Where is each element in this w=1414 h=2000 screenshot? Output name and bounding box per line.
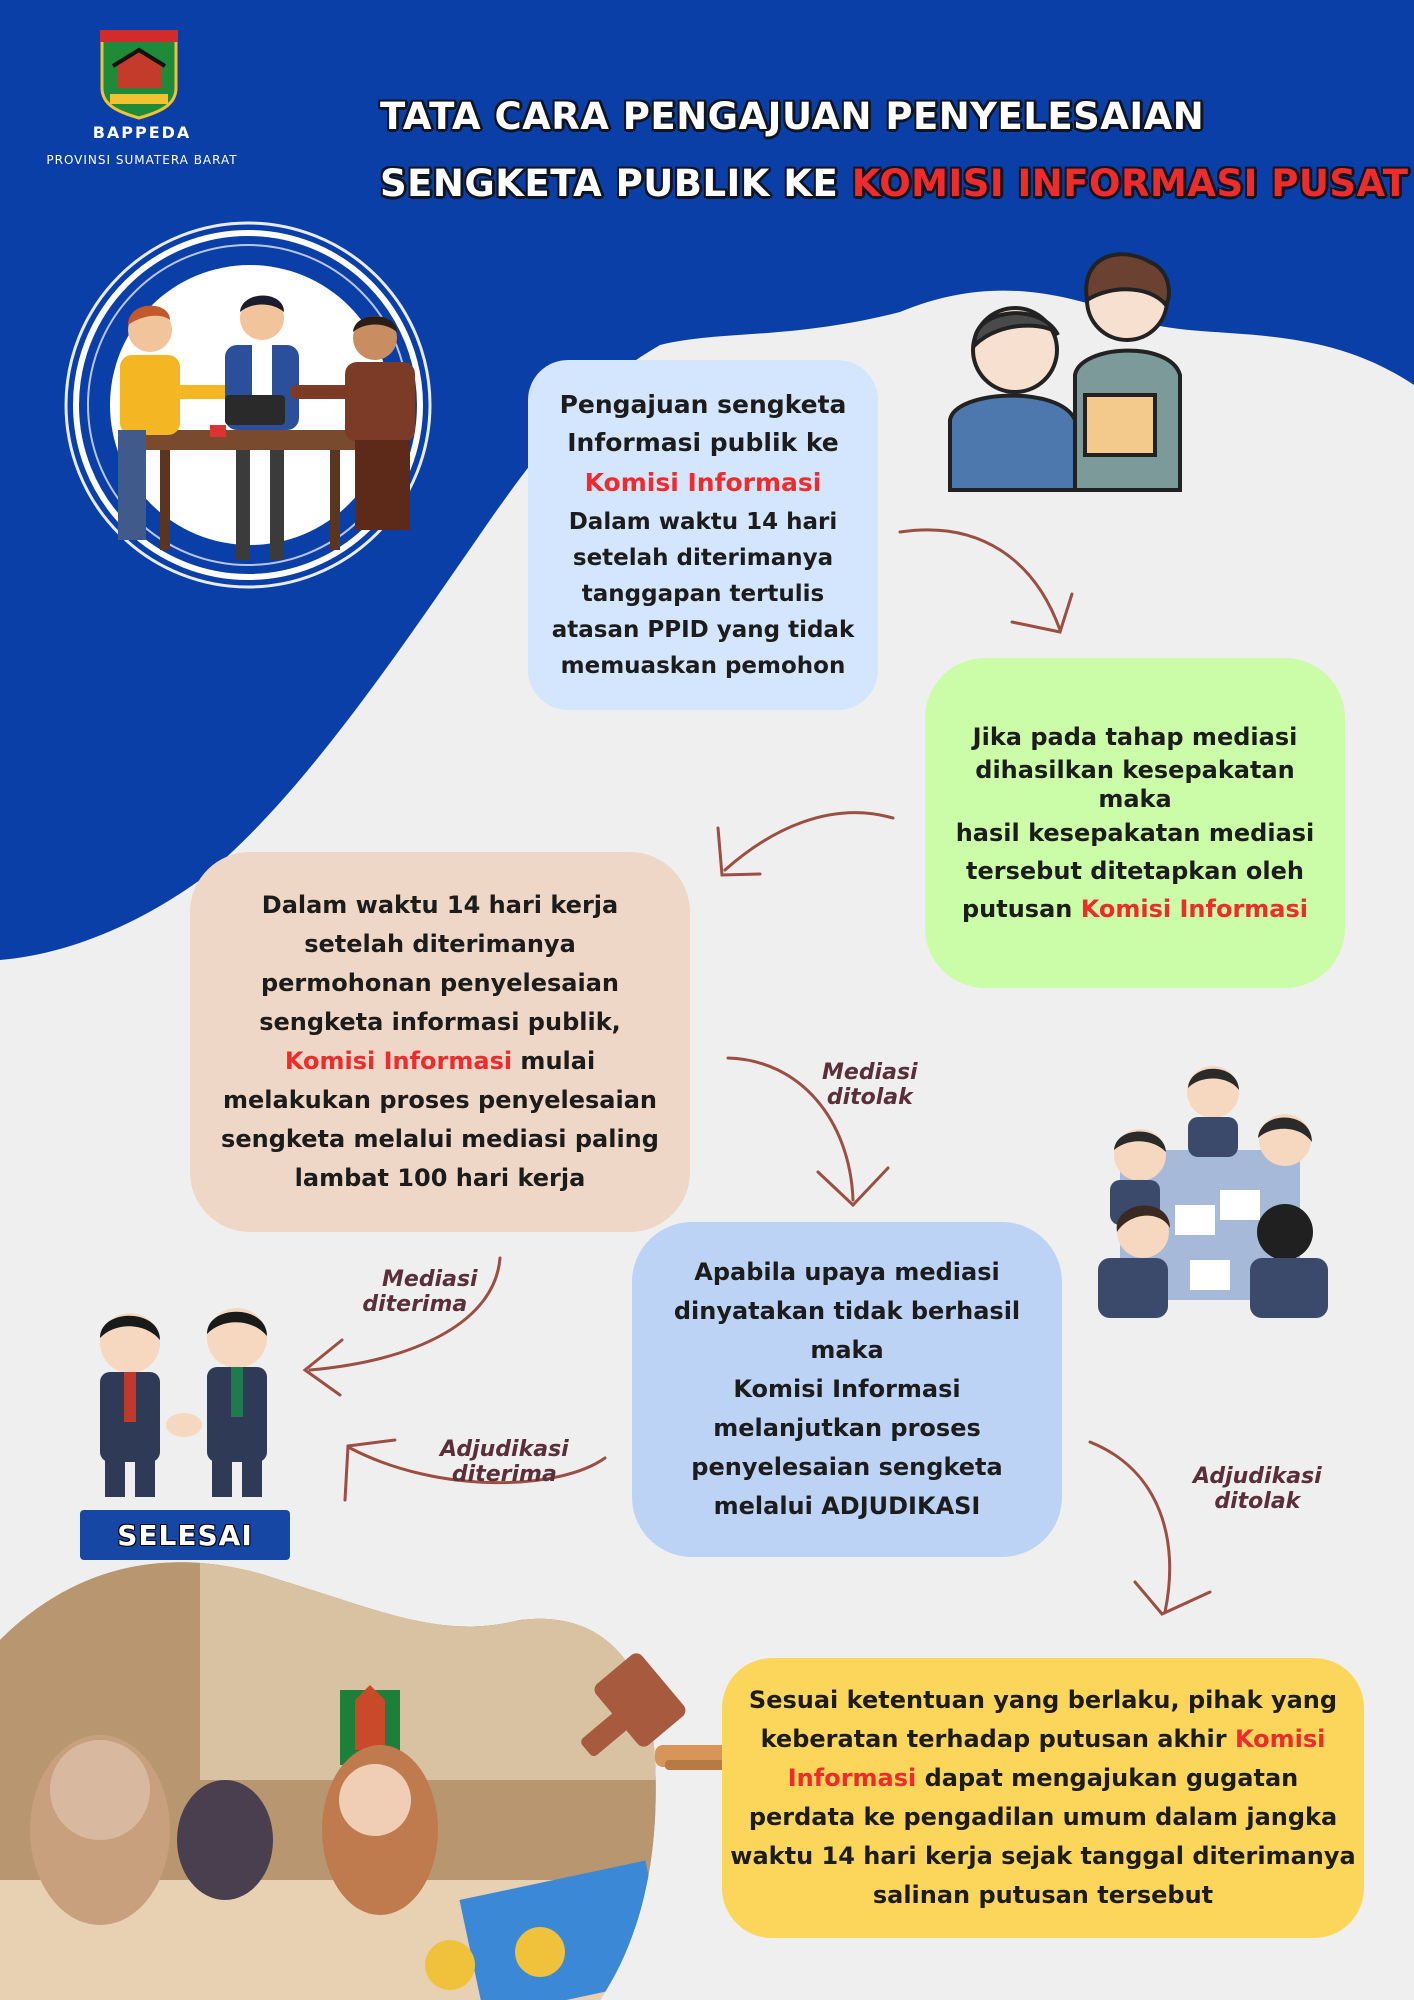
step-5-text: keberatan terhadap putusan akhir — [760, 1725, 1235, 1753]
step-5-line: keberatan terhadap putusan akhir Komisi — [761, 1720, 1326, 1759]
step-1-line: setelah diterimanya — [572, 545, 834, 571]
step-2-text: putusan — [961, 895, 1081, 923]
step-5-text: dapat mengajukan gugatan — [916, 1764, 1299, 1792]
step-2-highlight: Komisi Informasi — [1080, 895, 1308, 923]
handshake-illustration — [100, 1308, 267, 1497]
consultation-illustration — [948, 252, 1182, 492]
logo-name: BAPPEDA — [92, 123, 192, 142]
step-5-line: Informasi dapat mengajukan gugatan — [788, 1759, 1298, 1798]
step-4-line: penyelesaian sengketa — [691, 1453, 1003, 1481]
label-mediasi-diterima: Mediasi diterima — [352, 1267, 478, 1317]
page-title-line2: SENGKETA PUBLIK KE KOMISI INFORMASI PUSA… — [380, 162, 1409, 205]
label-text: diterima — [362, 1292, 468, 1317]
step-1-line: tanggapan tertulis — [581, 581, 825, 607]
label-text: Mediasi — [822, 1060, 918, 1085]
step-5-line: perdata ke pengadilan umum dalam jangka — [748, 1803, 1338, 1831]
step-1-highlight: Komisi Informasi — [584, 468, 822, 497]
step-4-line: maka — [810, 1336, 884, 1364]
step-3-line: melakukan proses penyelesaian — [222, 1086, 657, 1114]
page-title-line1: TATA CARA PENGAJUAN PENYELESAIAN — [380, 95, 1205, 138]
step-1-line: Pengajuan sengketa — [559, 390, 847, 419]
step-2-line: Jika pada tahap mediasi — [972, 723, 1298, 751]
step-3-line: Dalam waktu 14 hari kerja — [261, 891, 619, 919]
step-2-line: putusan Komisi Informasi — [962, 890, 1308, 928]
office-photo — [0, 1562, 656, 2000]
step-3-line: setelah diterimanya — [304, 930, 576, 958]
step-2-box: Jika pada tahap mediasi dihasilkan kesep… — [925, 658, 1345, 988]
bappeda-emblem — [100, 30, 178, 120]
logo-subtitle: PROVINSI SUMATERA BARAT — [46, 153, 238, 167]
step-5-line: Sesuai ketentuan yang berlaku, pihak yan… — [748, 1686, 1338, 1714]
step-3-line: sengketa melalui mediasi paling — [221, 1125, 659, 1153]
step-5-box: Sesuai ketentuan yang berlaku, pihak yan… — [722, 1658, 1364, 1938]
step-5-highlight: Komisi — [1234, 1725, 1326, 1753]
step-2-line: tersebut ditetapkan oleh — [966, 857, 1304, 885]
step-1-box: Pengajuan sengketa Informasi publik ke K… — [528, 360, 878, 710]
step-3-line: permohonan penyelesaian — [260, 969, 620, 997]
step-1-line: memuaskan pemohon — [560, 653, 846, 679]
step-4-line: dinyatakan tidak berhasil — [673, 1297, 1021, 1325]
step-4-line: melanjutkan proses — [713, 1414, 981, 1442]
step-1-line: atasan PPID yang tidak — [551, 617, 855, 643]
label-text: Adjudikasi — [1193, 1464, 1322, 1489]
step-3-highlight: Komisi Informasi — [284, 1047, 513, 1075]
label-text: diterima — [451, 1462, 557, 1487]
step-2-line: maka — [1098, 785, 1172, 813]
step-5-line: salinan putusan tersebut — [872, 1881, 1214, 1909]
page-title-highlight: KOMISI INFORMASI PUSAT — [851, 162, 1409, 205]
step-1-line: Dalam waktu 14 hari — [568, 509, 838, 535]
meeting-illustration — [64, 221, 432, 589]
step-4-line: Apabila upaya mediasi — [694, 1258, 1000, 1286]
step-5-highlight: Informasi — [787, 1764, 917, 1792]
label-text: Adjudikasi — [440, 1437, 569, 1462]
step-3-box: Dalam waktu 14 hari kerja setelah diteri… — [190, 852, 690, 1232]
flow-arrows — [302, 528, 1212, 1616]
step-2-line: dihasilkan kesepakatan — [975, 756, 1295, 784]
step-3-line: Komisi Informasi mulai — [285, 1042, 595, 1081]
group-meeting-illustration — [1098, 1066, 1328, 1318]
step-3-line: lambat 100 hari kerja — [294, 1164, 586, 1192]
blue-header-shape — [0, 0, 1414, 960]
step-1-line: Informasi publik ke — [567, 428, 839, 457]
step-2-line: hasil kesepakatan mediasi — [955, 819, 1315, 847]
label-adjudikasi-ditolak: Adjudikasi ditolak — [1193, 1464, 1322, 1514]
label-text: ditolak — [826, 1085, 913, 1110]
selesai-badge: SELESAI — [80, 1510, 290, 1560]
step-4-line: melalui ADJUDIKASI — [713, 1492, 981, 1520]
step-5-line: waktu 14 hari kerja sejak tanggal diteri… — [730, 1842, 1356, 1870]
label-mediasi-ditolak: Mediasi ditolak — [822, 1060, 918, 1110]
step-3-line: sengketa informasi publik, — [259, 1008, 621, 1036]
step-4-line: Komisi Informasi — [733, 1375, 961, 1403]
label-adjudikasi-diterima: Adjudikasi diterima — [440, 1437, 569, 1487]
step-3-text: mulai — [512, 1047, 596, 1075]
page-title-line2-text: SENGKETA PUBLIK KE — [380, 162, 852, 205]
label-text: ditolak — [1214, 1489, 1301, 1514]
step-4-box: Apabila upaya mediasi dinyatakan tidak b… — [632, 1222, 1062, 1557]
label-text: Mediasi — [382, 1267, 478, 1292]
